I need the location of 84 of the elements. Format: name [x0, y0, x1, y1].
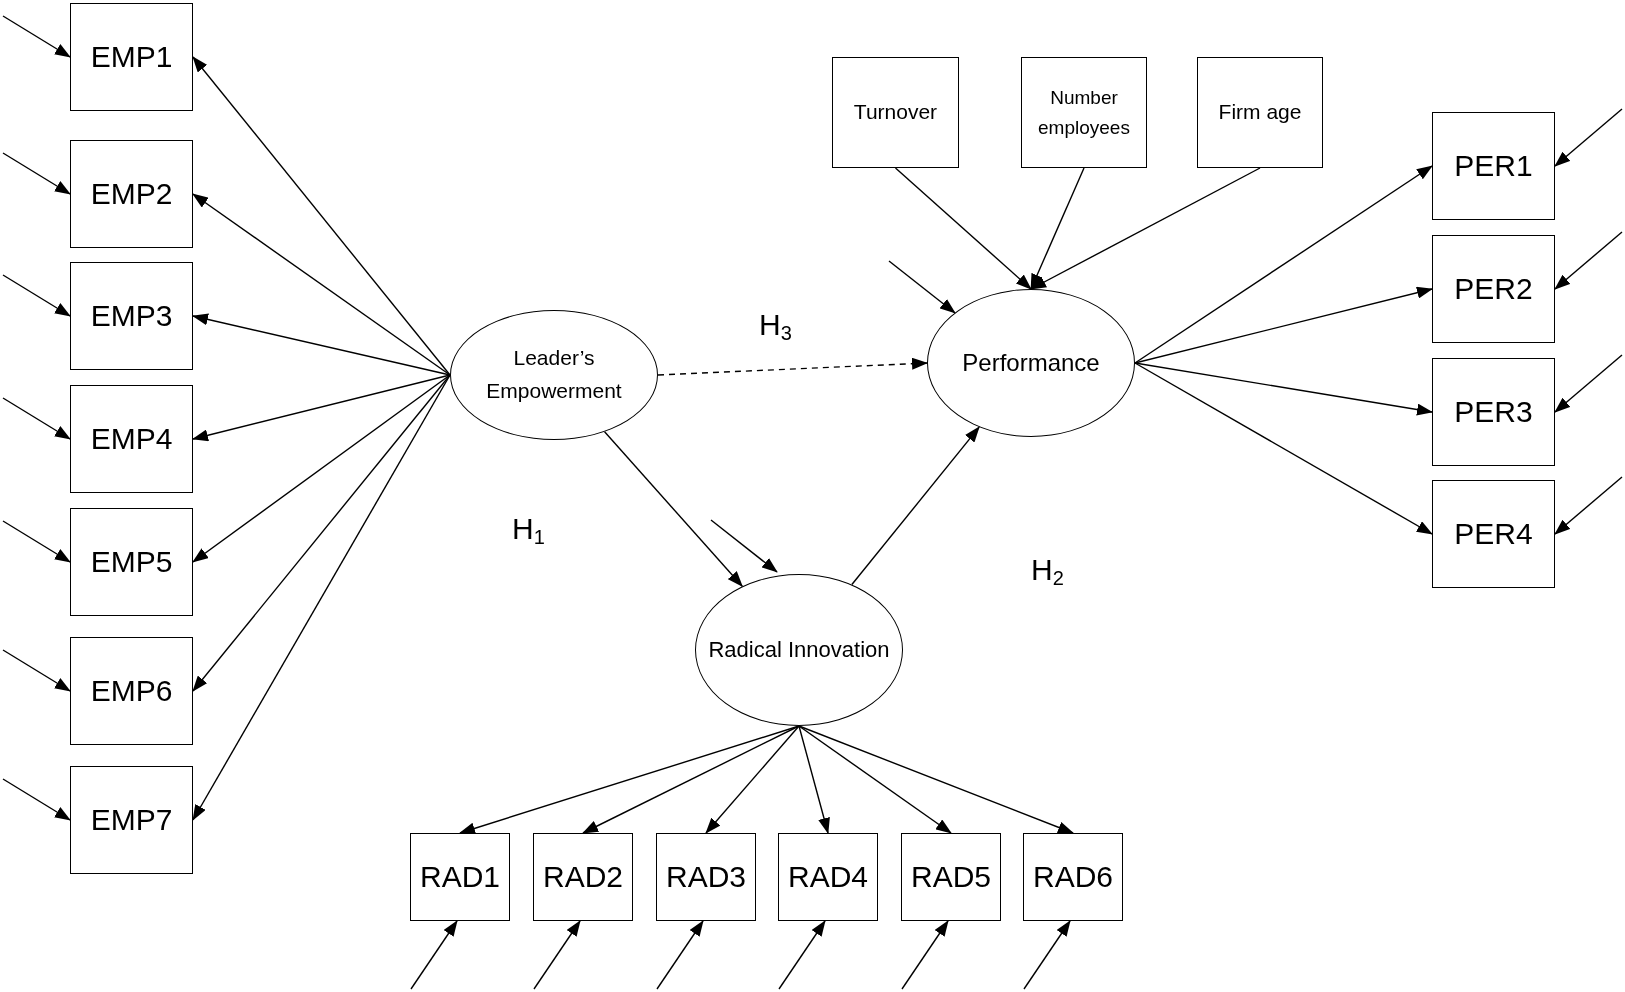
arrow [1134, 286, 1433, 364]
node-label: Leader’s Empowerment [485, 345, 623, 404]
node-label: EMP2 [90, 175, 173, 212]
arrow [192, 374, 451, 821]
arrow [192, 313, 451, 376]
arrow [2, 778, 71, 821]
arrow [705, 725, 800, 834]
arrow [1554, 231, 1623, 290]
arrow [2, 397, 71, 440]
arrow [2, 15, 71, 58]
arrow [1134, 362, 1433, 535]
node-label: Performance [962, 348, 1100, 379]
arrow [192, 374, 451, 442]
node-label: RAD2 [543, 858, 623, 895]
node-label: RAD5 [911, 858, 991, 895]
arrow [603, 431, 743, 588]
indicator-box [70, 385, 193, 493]
indicator-box [656, 833, 756, 921]
indicator-box [70, 262, 193, 370]
arrow [798, 725, 830, 834]
arrow [1023, 920, 1071, 990]
node-label: EMP4 [90, 420, 173, 457]
arrow [656, 920, 704, 990]
arrow [798, 725, 952, 834]
indicator-box [1432, 112, 1555, 220]
arrow [851, 426, 980, 586]
arrow [192, 374, 451, 692]
node-label: PER1 [1454, 147, 1533, 184]
arrow [901, 920, 949, 990]
node-label: RAD6 [1033, 858, 1113, 895]
indicator-box [1432, 358, 1555, 466]
indicator-box [1432, 235, 1555, 343]
arrow [710, 519, 778, 573]
indicator-box [70, 508, 193, 616]
node-label: EMP5 [90, 543, 173, 580]
arrow [798, 725, 1074, 834]
indicator-box [778, 833, 878, 921]
arrow [533, 920, 581, 990]
indicator-box [1197, 57, 1323, 168]
node-label: EMP7 [90, 801, 173, 838]
indicator-box [70, 140, 193, 248]
indicator-box [533, 833, 633, 921]
node-label: Firm age [1218, 99, 1302, 126]
arrow [1554, 354, 1623, 413]
indicator-box [901, 833, 1001, 921]
node-label: PER2 [1454, 270, 1533, 307]
node-label: RAD1 [420, 858, 500, 895]
arrow [894, 167, 1032, 290]
node-label: PER4 [1454, 515, 1533, 552]
indicator-box [1021, 57, 1147, 168]
indicator-box [410, 833, 510, 921]
node-label: EMP6 [90, 672, 173, 709]
node-label: Radical Innovation [708, 635, 890, 664]
node-label: EMP1 [90, 38, 173, 75]
arrow [2, 274, 71, 317]
node-label: Turnover [853, 99, 938, 126]
arrow [1134, 165, 1433, 364]
node-label: Number employees [1037, 86, 1131, 140]
arrow [2, 649, 71, 692]
indicator-box [832, 57, 959, 168]
arrow [2, 520, 71, 563]
arrow [410, 920, 458, 990]
indicator-box [70, 766, 193, 874]
arrow [1554, 108, 1623, 167]
arrow [2, 152, 71, 195]
arrow [1030, 167, 1085, 290]
arrow [192, 374, 451, 563]
indicator-box [70, 637, 193, 745]
arrow [778, 920, 826, 990]
indicator-box [70, 3, 193, 111]
node-label: RAD4 [788, 858, 868, 895]
node-label: PER3 [1454, 393, 1533, 430]
arrow [1554, 476, 1623, 535]
arrow [192, 56, 451, 376]
node-label: EMP3 [90, 297, 173, 334]
arrow [582, 725, 800, 834]
indicator-box [1023, 833, 1123, 921]
arrow [192, 193, 451, 376]
arrow [1030, 167, 1261, 290]
node-label: RAD3 [666, 858, 746, 895]
arrow [657, 357, 928, 376]
arrow [1134, 362, 1433, 416]
arrow [888, 260, 956, 314]
indicator-box [1432, 480, 1555, 588]
